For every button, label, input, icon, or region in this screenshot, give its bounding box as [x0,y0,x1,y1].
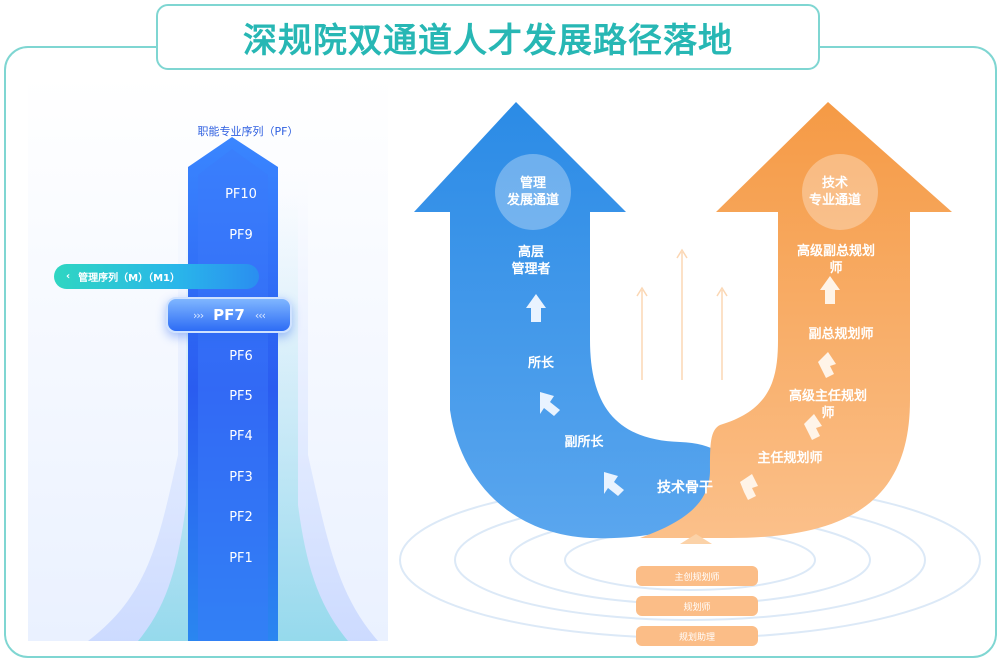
mgmt-step-senior-manager: 高层 管理者 [495,244,567,278]
tech-step-deputy-chief: 副总规划师 [808,327,874,342]
center-node-technical-backbone: 技术骨干 [657,480,713,496]
base-tag: 规划助理 [636,626,758,646]
tech-step-line: 师 [821,406,835,421]
tech-step-line: 高级主任规划 [788,389,867,404]
tech-step-line: 高级副总规划 [796,244,875,259]
pf-sequence-panel: 职能专业序列（PF） PF10 PF9 PF8 PF6 PF5 PF4 PF3 … [28,75,388,641]
chevron-left-icon: ‹ [66,271,71,282]
pf-level-label: PF1 [229,551,253,566]
title-box: 深规院双通道人才发展路径落地 [156,4,820,70]
tech-step-senior-deputy-chief: 高级副总规划 师 [776,243,896,277]
mgmt-step-deputy-director: 副所长 [564,435,604,450]
pf-level-label: PF2 [229,510,253,525]
pf-highlight-label: PF7 [213,306,245,324]
pf-sequence-header: 职能专业序列（PF） [197,125,299,138]
technical-channel-title: 技术 专业通道 [795,175,875,209]
technical-channel-arrow [640,102,952,538]
step-arrow-icons-tech [740,276,840,500]
mgmt-step-line: 管理者 [511,262,551,277]
pf-level-label: PF3 [229,470,253,485]
technical-channel-line: 专业通道 [808,193,861,208]
management-channel-line: 管理 [519,176,546,191]
pf-level-label: PF4 [229,429,253,444]
tech-step-senior-principal: 高级主任规划 师 [768,388,888,422]
management-sequence-pill: ‹ 管理序列（M）（M1） [54,264,259,289]
page-title: 深规院双通道人才发展路径落地 [243,20,733,61]
step-arrow-icons [526,294,624,496]
management-channel-line: 发展通道 [506,193,559,208]
technical-channel-line: 技术 [821,176,848,191]
mgmt-step-line: 高层 [517,245,544,260]
tech-step-line: 师 [829,261,843,276]
base-tag: 主创规划师 [636,566,758,586]
chevron-left-icon: ‹‹‹ [254,308,266,322]
pf-level-label: PF9 [229,228,253,243]
chevron-right-icon: ››› [192,308,204,322]
tech-step-principal: 主任规划师 [757,451,823,466]
pf-level-label: PF5 [229,389,253,404]
management-channel-arrow [414,102,730,539]
management-sequence-label: 管理序列（M）（M1） [78,273,180,284]
rising-arrow-lines [636,248,728,380]
dual-channel-graphic [399,102,981,639]
base-tag: 规划师 [636,596,758,616]
management-channel-title: 管理 发展通道 [493,175,573,209]
pf-level-label: PF6 [229,349,253,364]
mgmt-step-director: 所长 [527,356,554,371]
pf-highlight-pill: ››› PF7 ‹‹‹ [166,297,292,333]
pf-level-label: PF10 [225,187,257,202]
